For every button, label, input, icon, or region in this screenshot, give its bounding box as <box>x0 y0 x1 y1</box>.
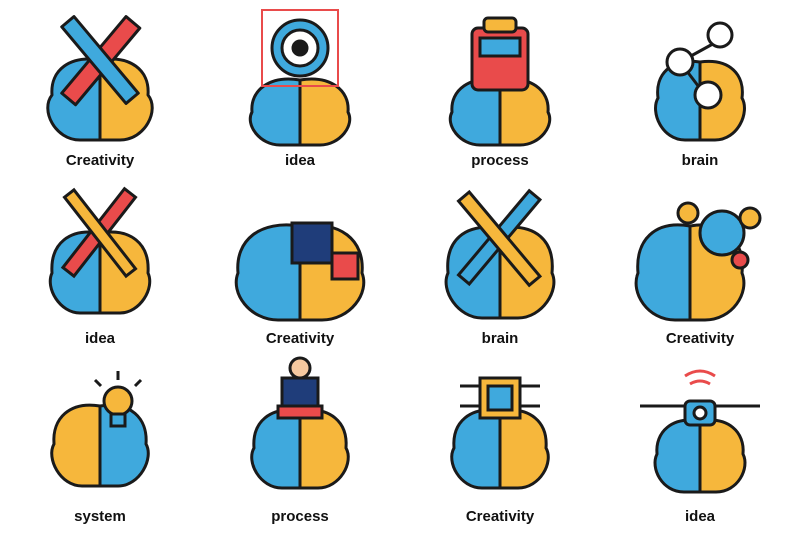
icon-card-process-1: process <box>400 0 600 178</box>
icon-label: Creativity <box>465 508 535 525</box>
icon-card-creativity-2: Creativity <box>200 178 400 356</box>
molecule-icon <box>654 21 746 142</box>
icon-card-process-2: process <box>200 356 400 534</box>
icon-card-creativity-4: Creativity <box>400 356 600 534</box>
puzzle-icon <box>234 221 366 322</box>
icon-card-brain-1: brain <box>600 0 800 178</box>
icon-card-creativity-1: Creativity <box>0 0 200 178</box>
eye-target-icon <box>248 9 352 147</box>
icon-card-idea-2: idea <box>0 178 200 356</box>
icon-label: Creativity <box>665 330 735 347</box>
icon-card-idea-3: idea <box>600 356 800 534</box>
icon-label: Creativity <box>65 152 135 169</box>
speaker-podium-icon <box>250 356 350 490</box>
drone-icon <box>640 369 760 494</box>
dollar-chip-icon <box>450 376 550 490</box>
icon-label: brain <box>481 330 519 347</box>
backpack-icon <box>448 16 552 147</box>
hammer-ruler-icon <box>444 188 556 320</box>
icon-label: Creativity <box>265 330 335 347</box>
pencil-ruler-icon <box>46 15 154 142</box>
icon-label: idea <box>84 330 115 347</box>
icon-card-idea-1: idea <box>200 0 400 178</box>
icon-card-system: system <box>0 356 200 534</box>
icon-label: process <box>271 508 329 525</box>
icon-label: idea <box>284 152 315 169</box>
icon-label: idea <box>684 508 715 525</box>
icon-label: process <box>471 152 529 169</box>
globe-gears-icon <box>634 201 762 322</box>
icon-card-brain-2: brain <box>400 178 600 356</box>
icon-label: system <box>74 508 126 525</box>
icon-card-creativity-3: Creativity <box>600 178 800 356</box>
lightbulb-icon <box>50 371 150 488</box>
tools-icon <box>48 186 152 315</box>
icon-label: brain <box>681 152 719 169</box>
